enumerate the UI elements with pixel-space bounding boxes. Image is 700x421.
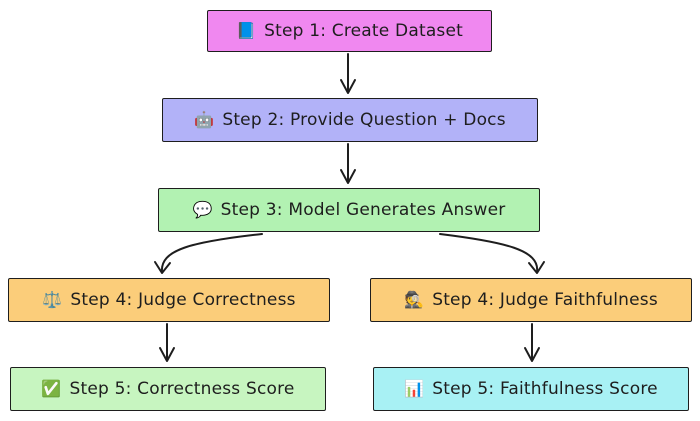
node-step1-create-dataset: 📘 Step 1: Create Dataset — [207, 10, 492, 52]
node-label: Step 4: Judge Correctness — [70, 289, 296, 310]
node-step2-provide-question-docs: 🤖 Step 2: Provide Question + Docs — [162, 98, 538, 142]
edge-step2-step3 — [340, 143, 356, 184]
book-icon: 📘 — [235, 21, 257, 40]
speech-bubble-icon: 💬 — [192, 200, 213, 219]
bar-chart-icon: 📊 — [404, 379, 425, 398]
node-label: Step 4: Judge Faithfulness — [432, 289, 658, 310]
detective-icon: 🕵️ — [404, 290, 425, 309]
node-step3-model-generates-answer: 💬 Step 3: Model Generates Answer — [158, 188, 540, 232]
check-mark-icon: ✅ — [41, 379, 62, 398]
edge-step3-step4b — [439, 233, 545, 274]
node-step4-judge-faithfulness: 🕵️ Step 4: Judge Faithfulness — [370, 278, 692, 322]
node-label: Step 1: Create Dataset — [264, 20, 464, 41]
node-label: Step 2: Provide Question + Docs — [222, 109, 506, 130]
edge-step4a-step5a — [159, 323, 175, 362]
node-label: Step 5: Faithfulness Score — [432, 378, 658, 399]
node-step5-faithfulness-score: 📊 Step 5: Faithfulness Score — [373, 367, 689, 411]
node-label: Step 3: Model Generates Answer — [220, 199, 506, 220]
edge-step3-step4a — [154, 233, 263, 274]
scales-icon: ⚖️ — [42, 290, 63, 309]
edge-step4b-step5b — [524, 323, 540, 362]
robot-icon: 🤖 — [194, 110, 215, 129]
node-step4-judge-correctness: ⚖️ Step 4: Judge Correctness — [8, 278, 330, 322]
node-label: Step 5: Correctness Score — [69, 378, 295, 399]
node-step5-correctness-score: ✅ Step 5: Correctness Score — [10, 367, 326, 411]
edge-step1-step2 — [340, 53, 356, 94]
